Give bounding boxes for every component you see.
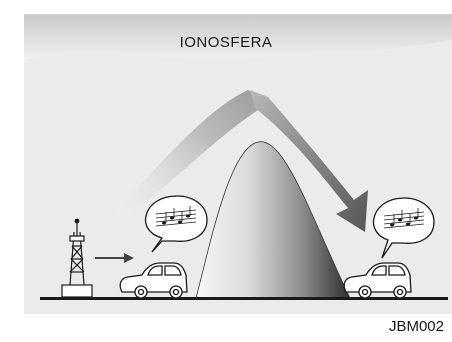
ionosphere-label: IONOSFERA bbox=[0, 34, 452, 51]
ground-line bbox=[40, 297, 448, 300]
figure-code: JBM002 bbox=[389, 318, 444, 335]
